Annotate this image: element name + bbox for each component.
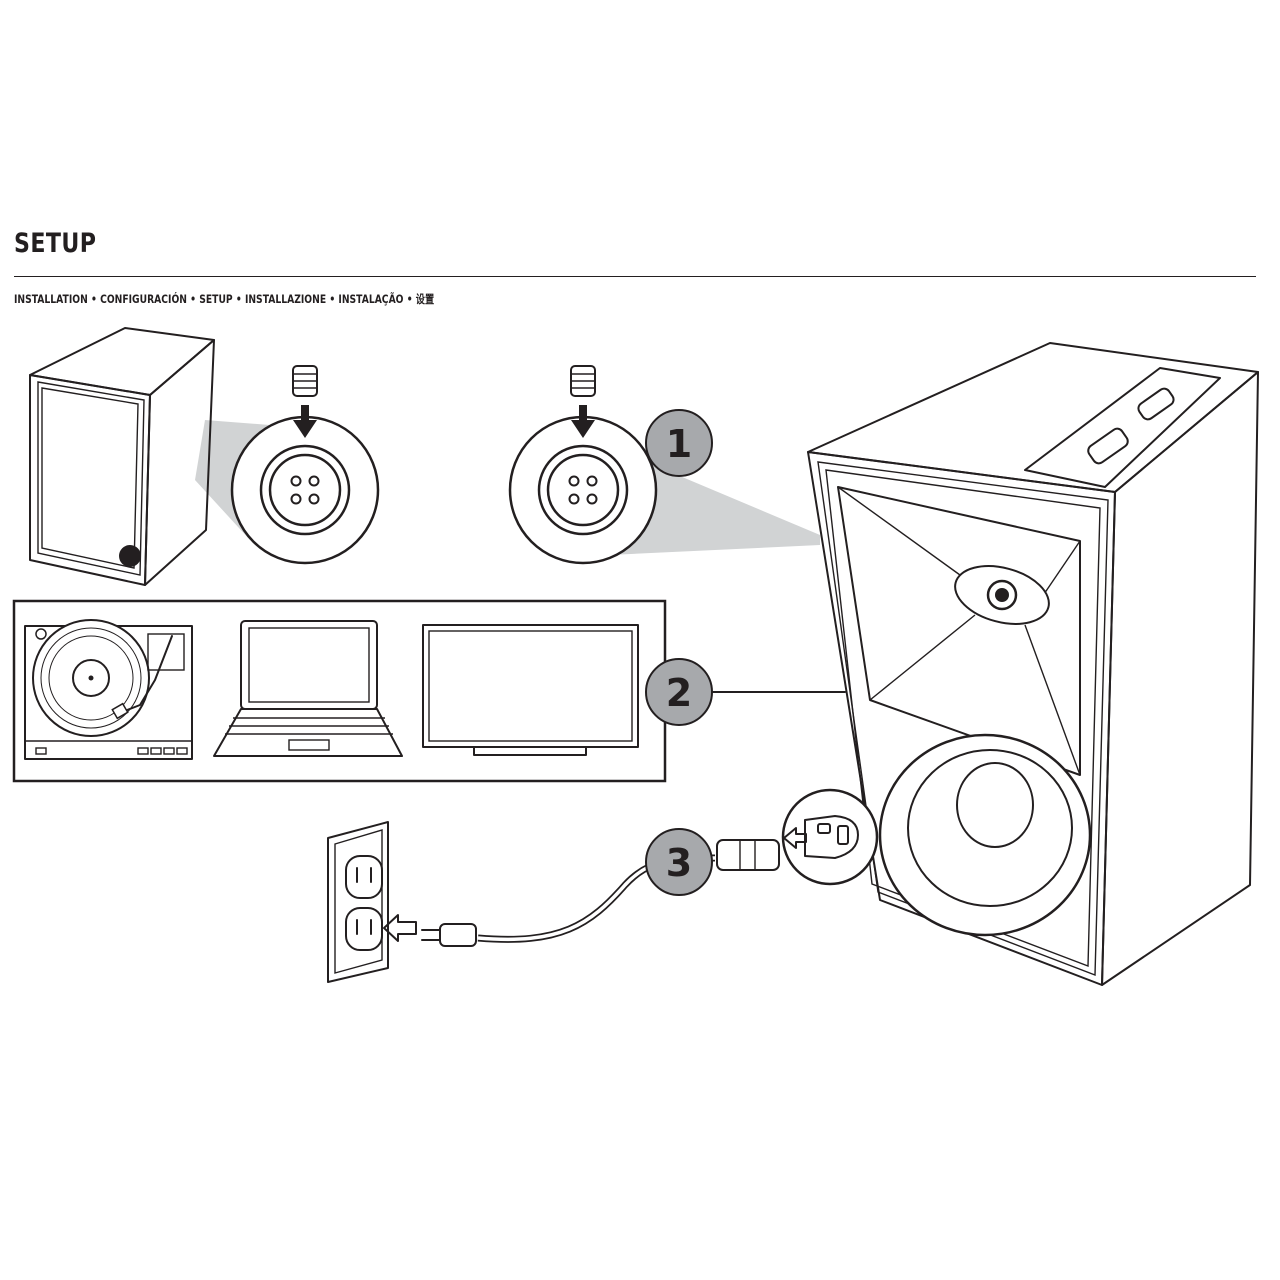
- tweeter-horn: [837, 486, 1081, 776]
- title-divider: [14, 276, 1256, 277]
- step-2-badge: 2: [645, 658, 713, 726]
- laptop-icon: [213, 620, 403, 757]
- iec-connector: [716, 839, 780, 871]
- turntable-icon: [24, 619, 193, 760]
- active-speaker: [807, 342, 1259, 986]
- top-control-panel: [1024, 367, 1221, 488]
- active-speaker-callout-wedge: [610, 455, 820, 555]
- speaker-logo-badge: [119, 545, 141, 567]
- arrow-down-icon: [571, 405, 595, 438]
- arrow-down-icon: [293, 405, 317, 438]
- power-inlet-callout: [781, 788, 879, 886]
- step-1-badge: 1: [645, 409, 713, 477]
- step-3-badge: 3: [645, 828, 713, 896]
- setup-languages-subtitle: INSTALLATION • CONFIGURACIÓN • SETUP • I…: [14, 292, 435, 306]
- tv-icon: [422, 624, 639, 756]
- wall-outlet: [327, 821, 417, 983]
- svg-text:2: 2: [666, 671, 692, 715]
- volume-knob[interactable]: [1136, 386, 1176, 421]
- active-speaker-connector-callout: [508, 405, 658, 565]
- ac-plug: [439, 923, 477, 947]
- power-cable: [421, 839, 780, 947]
- speaker-connection-cable: [292, 330, 596, 397]
- source-knob[interactable]: [1086, 426, 1130, 465]
- page-title: SETUP: [14, 228, 97, 259]
- passive-speaker-connector-callout: [230, 405, 380, 565]
- svg-text:1: 1: [666, 422, 692, 466]
- svg-text:3: 3: [666, 841, 692, 885]
- passive-speaker: [29, 327, 215, 586]
